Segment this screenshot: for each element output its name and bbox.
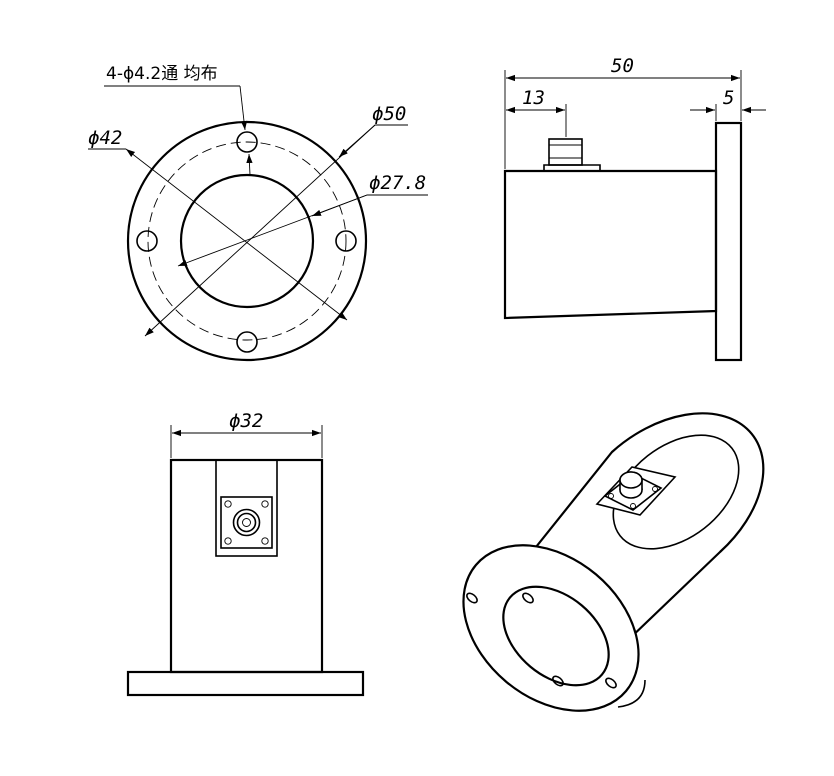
label-flange-thickness: 5 <box>723 87 734 109</box>
connector-pin <box>242 518 251 527</box>
leader-outer-diameter <box>144 124 376 337</box>
leader-holes <box>239 85 248 131</box>
connector-screw-br <box>261 537 269 545</box>
flange-outer-circle <box>126 120 368 362</box>
label-body-diameter: ϕ32 <box>229 410 263 432</box>
connector-socket-outer <box>232 508 261 537</box>
side-view: 50 13 5 <box>503 55 766 362</box>
label-overall-length: 50 <box>611 55 634 77</box>
iso-bolt-hole-1 <box>466 592 478 604</box>
iso-cylinder-top-edge <box>612 434 740 550</box>
label-bolt-circle: ϕ42 <box>88 127 122 149</box>
iso-bolt-hole-4 <box>605 677 617 689</box>
iso-socket-top <box>619 471 643 489</box>
connector-socket-mid <box>236 512 257 533</box>
leader-bolt-circle <box>125 148 348 321</box>
connector-screw-tl <box>224 500 232 508</box>
connector-cutout <box>215 459 278 557</box>
bolt-hole-left <box>136 230 158 252</box>
label-outer-diameter: ϕ50 <box>372 103 406 125</box>
leader-holes-arrow <box>246 153 253 176</box>
connector-square-flange <box>220 496 273 549</box>
leader-outer-arrow <box>338 124 376 158</box>
bolt-hole-bottom <box>236 331 258 353</box>
iso-bore <box>502 585 610 687</box>
label-bolt-holes: 4-ϕ4.2通 均布 <box>106 64 218 84</box>
side-body-outline <box>503 169 718 320</box>
isometric-view <box>462 412 765 712</box>
top-view: ϕ32 <box>126 410 365 697</box>
top-body <box>169 458 324 674</box>
label-bore: ϕ27.8 <box>369 172 426 194</box>
iso-flange-edge <box>617 679 646 708</box>
front-view: ϕ42 ϕ50 ϕ27.8 4-ϕ4.2通 均布 <box>88 64 428 362</box>
bolt-circle <box>147 141 347 341</box>
iso-screw-4 <box>630 503 636 509</box>
label-connector-offset: 13 <box>522 87 545 109</box>
top-flange <box>126 670 365 697</box>
iso-screw-1 <box>608 493 614 499</box>
connector-body <box>548 138 583 166</box>
side-flange <box>714 121 743 362</box>
leader-bore-arrow <box>311 194 368 217</box>
iso-bolt-hole-2 <box>522 592 534 604</box>
iso-flange-face <box>462 544 640 712</box>
bore-circle <box>179 173 315 309</box>
iso-screw-3 <box>652 486 658 492</box>
connector-screw-bl <box>224 537 232 545</box>
connector-screw-tr <box>261 500 269 508</box>
iso-bolt-hole-3 <box>552 675 564 687</box>
